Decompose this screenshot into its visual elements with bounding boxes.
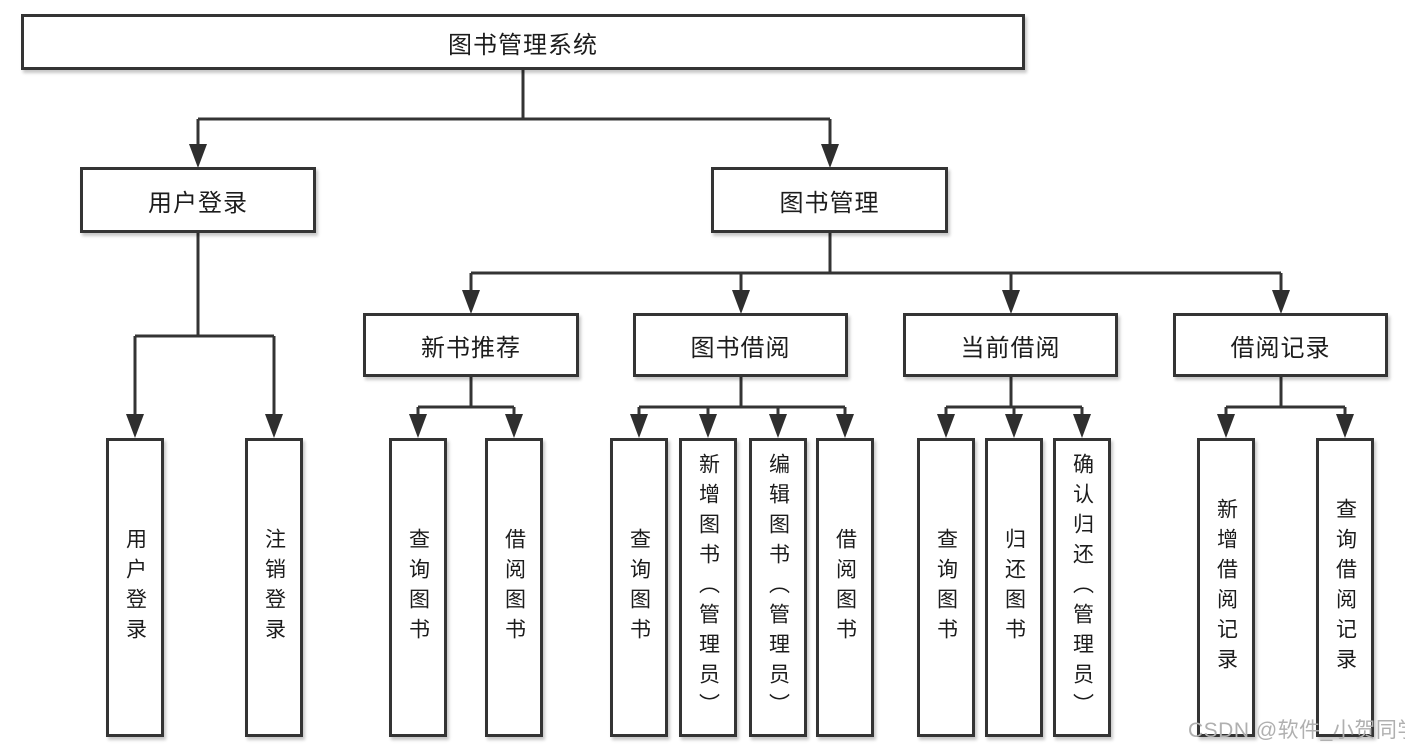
leaf-return-books: 归还图书 (985, 438, 1043, 737)
node-user-login: 用户登录 (80, 167, 316, 233)
leaf-borrow-books: 借阅图书 (816, 438, 874, 737)
node-label: 借阅记录 (1230, 334, 1331, 362)
leaf-query-books-recommend: 查询图书 (389, 438, 447, 737)
leaf-query-borrow-record: 查询借阅记录 (1316, 438, 1374, 737)
node-borrow-record: 借阅记录 (1173, 313, 1388, 377)
node-label: 用户登录 (148, 189, 248, 217)
leaf-query-books-borrow: 查询图书 (610, 438, 668, 737)
node-label: 当前借阅 (960, 334, 1061, 362)
node-label: 图书管理 (779, 189, 880, 217)
leaf-edit-books-admin: 编辑图书（管理员） (749, 438, 807, 737)
leaf-add-books-admin: 新增图书（管理员） (679, 438, 737, 737)
node-current-borrow: 当前借阅 (903, 313, 1118, 377)
node-system-root: 图书管理系统 (21, 14, 1025, 70)
leaf-logout: 注销登录 (245, 438, 303, 737)
node-new-book-recommend: 新书推荐 (363, 313, 579, 377)
node-book-management: 图书管理 (711, 167, 948, 233)
node-label: 图书借阅 (690, 334, 791, 362)
watermark: CSDN @软件_小贺同学 (1188, 719, 1405, 742)
node-book-borrow: 图书借阅 (633, 313, 848, 377)
leaf-user-login: 用户登录 (106, 438, 164, 737)
node-label: 图书管理系统 (448, 31, 598, 59)
leaf-query-books-current: 查询图书 (917, 438, 975, 737)
leaf-borrow-books-recommend: 借阅图书 (485, 438, 543, 737)
node-label: 新书推荐 (421, 334, 521, 362)
leaf-add-borrow-record: 新增借阅记录 (1197, 438, 1255, 737)
leaf-confirm-return-admin: 确认归还（管理员） (1053, 438, 1111, 737)
